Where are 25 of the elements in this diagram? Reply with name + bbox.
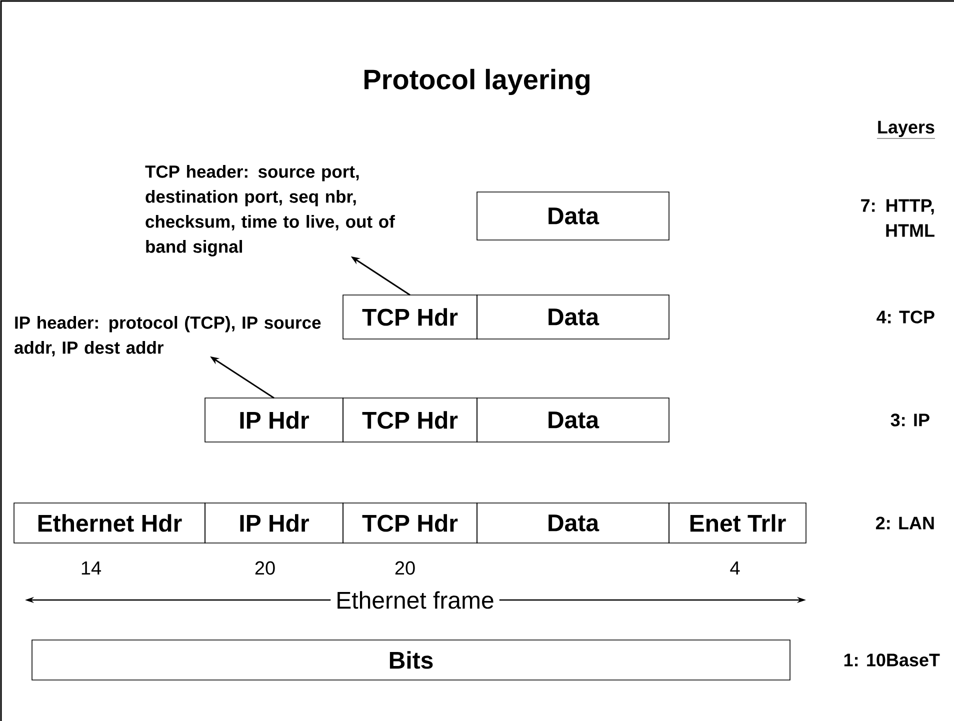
byte-count: 4 [730, 561, 740, 575]
field-box: TCP Hdr [342, 398, 478, 442]
field-box: IP Hdr [204, 502, 344, 544]
title: Protocol layering [364, 68, 590, 96]
field-box: TCP Hdr [342, 502, 478, 544]
field-box: TCP Hdr [342, 294, 478, 340]
field-box: Ethernet Hdr [14, 502, 206, 544]
byte-count: 14 [82, 561, 102, 575]
byte-count: 20 [395, 561, 415, 575]
field-box: Data [476, 192, 670, 240]
layer-label: 1: 10BaseT [844, 654, 940, 666]
byte-count: 20 [255, 561, 275, 575]
field-box: Bits [32, 640, 790, 680]
layer-label: 7: HTTP, HTML [861, 199, 934, 237]
field-box: Data [476, 502, 670, 544]
layer-label: 4: TCP [876, 310, 934, 324]
layer-label: 3: IP [890, 414, 930, 426]
field-box: Data [476, 398, 670, 442]
field-box: IP Hdr [204, 398, 344, 442]
field-box: Enet Trlr [668, 502, 806, 544]
annotation-text: TCP header: source port, destination port, seq nbr, checksum, time to live, out of band signal [145, 165, 395, 256]
annotation-text: IP header: protocol (TCP), IP source addr, IP dest addr [14, 316, 321, 356]
column-heading: Layers [876, 120, 936, 139]
layer-label: 2: LAN [876, 516, 934, 530]
field-box: Data [476, 294, 670, 340]
